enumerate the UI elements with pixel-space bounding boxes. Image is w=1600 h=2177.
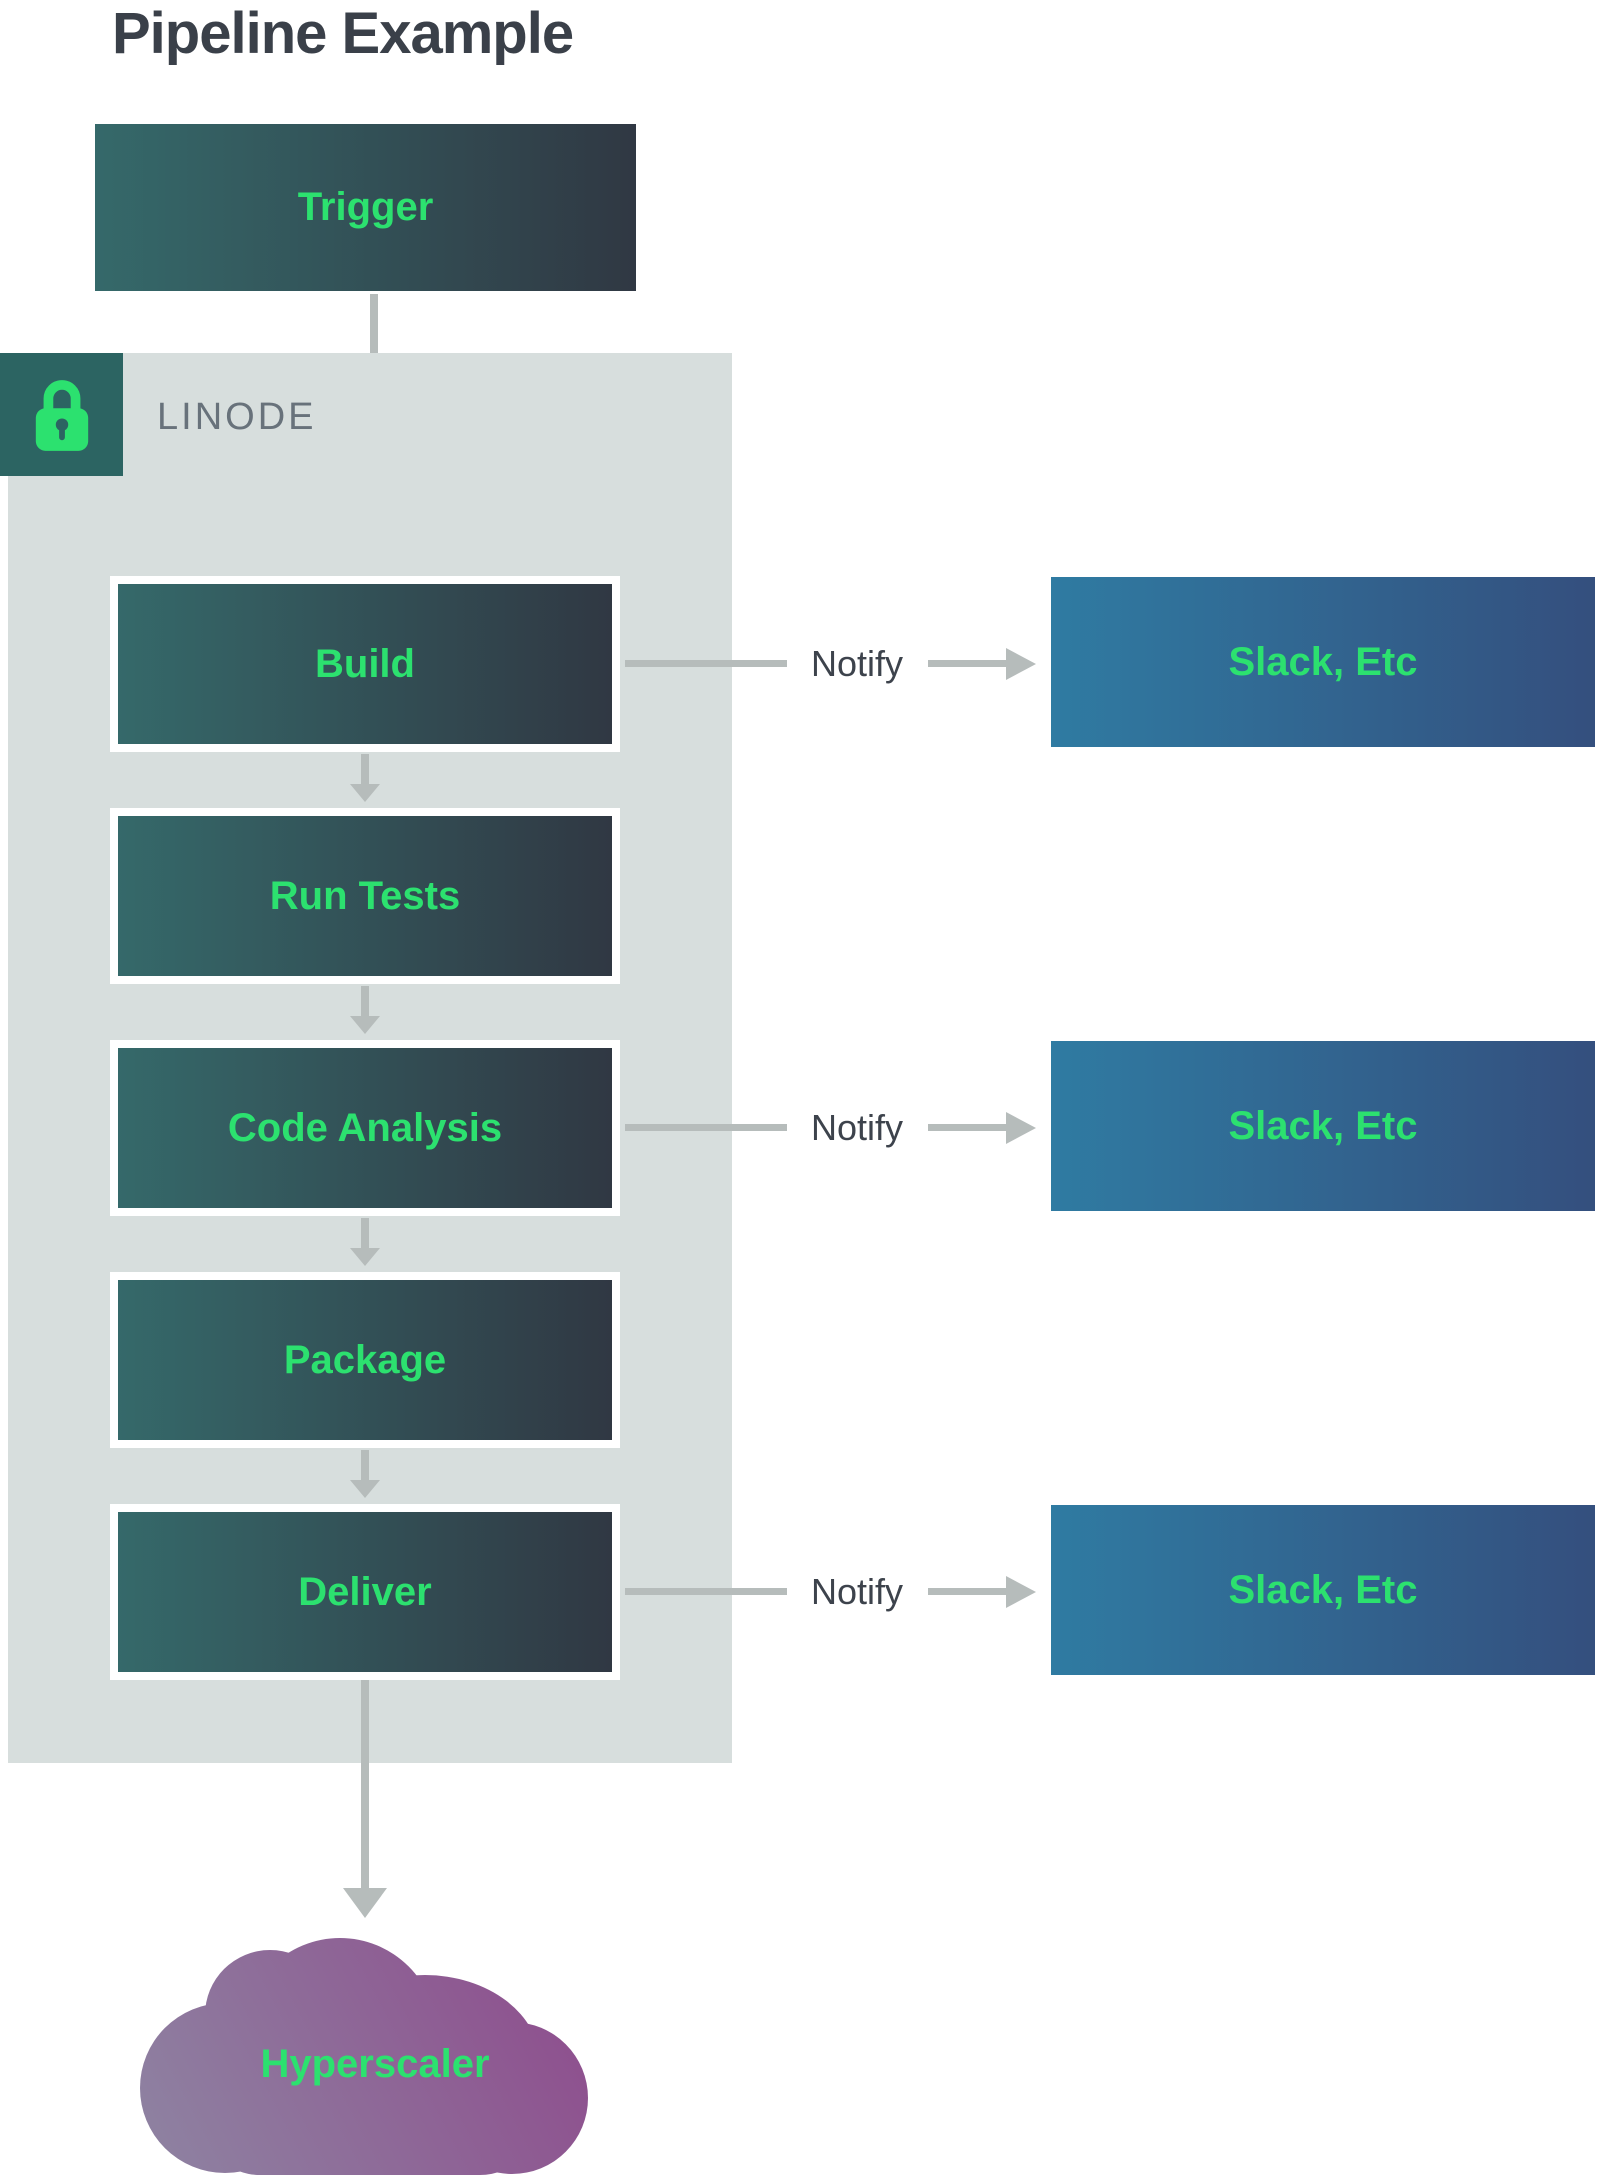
notify-arrowhead-icon	[1006, 1576, 1036, 1608]
stage-arrow-line	[361, 1218, 369, 1248]
notify-line	[625, 1588, 787, 1595]
notify-arrowhead-icon	[1006, 1112, 1036, 1144]
stage-arrow-line	[361, 754, 369, 784]
notify-label: Notify	[810, 1571, 904, 1612]
slack-label: Slack, Etc	[1228, 1567, 1418, 1612]
stage-label: Run Tests	[269, 873, 461, 918]
hyperscaler-cloud	[140, 1938, 588, 2175]
stage-arrowhead-icon	[350, 1016, 380, 1034]
lock-icon	[35, 379, 88, 451]
stage-label: Deliver	[298, 1569, 432, 1614]
notify-arrow-line	[928, 1124, 1006, 1131]
linode-label: LINODE	[157, 396, 317, 438]
stage-box-code-analysis: Code Analysis	[110, 1040, 620, 1216]
stage-box-run-tests: Run Tests	[110, 808, 620, 984]
slack-label: Slack, Etc	[1228, 639, 1418, 684]
notify-line	[625, 1124, 787, 1131]
trigger-label: Trigger	[297, 185, 434, 229]
linode-lock-badge	[0, 353, 123, 476]
stage-label: Code Analysis	[227, 1105, 503, 1150]
notify-arrow-line	[928, 660, 1006, 667]
stage-label: Build	[315, 641, 415, 686]
stage-arrowhead-icon	[350, 1248, 380, 1266]
page-title: Pipeline Example	[112, 1, 574, 66]
deliver-arrow-line	[361, 1680, 369, 1890]
stage-box-deliver: Deliver	[110, 1504, 620, 1680]
slack-box: Slack, Etc	[1051, 577, 1595, 747]
notify-arrow-line	[928, 1588, 1006, 1595]
stage-arrowhead-icon	[350, 784, 380, 802]
slack-label: Slack, Etc	[1228, 1103, 1418, 1148]
stage-arrow-line	[361, 1450, 369, 1480]
stage-label: Package	[283, 1337, 447, 1382]
stage-box-build: Build	[110, 576, 620, 752]
stage-arrow-line	[361, 986, 369, 1016]
slack-box: Slack, Etc	[1051, 1041, 1595, 1211]
slack-box: Slack, Etc	[1051, 1505, 1595, 1675]
hyperscaler-label: Hyperscaler	[260, 2042, 490, 2086]
notify-arrowhead-icon	[1006, 648, 1036, 680]
stage-box-package: Package	[110, 1272, 620, 1448]
notify-line	[625, 660, 787, 667]
trigger-box: Trigger	[95, 124, 636, 291]
notify-label: Notify	[810, 643, 904, 684]
stage-arrowhead-icon	[350, 1480, 380, 1498]
notify-label: Notify	[810, 1107, 904, 1148]
deliver-arrowhead-icon	[343, 1888, 387, 1918]
